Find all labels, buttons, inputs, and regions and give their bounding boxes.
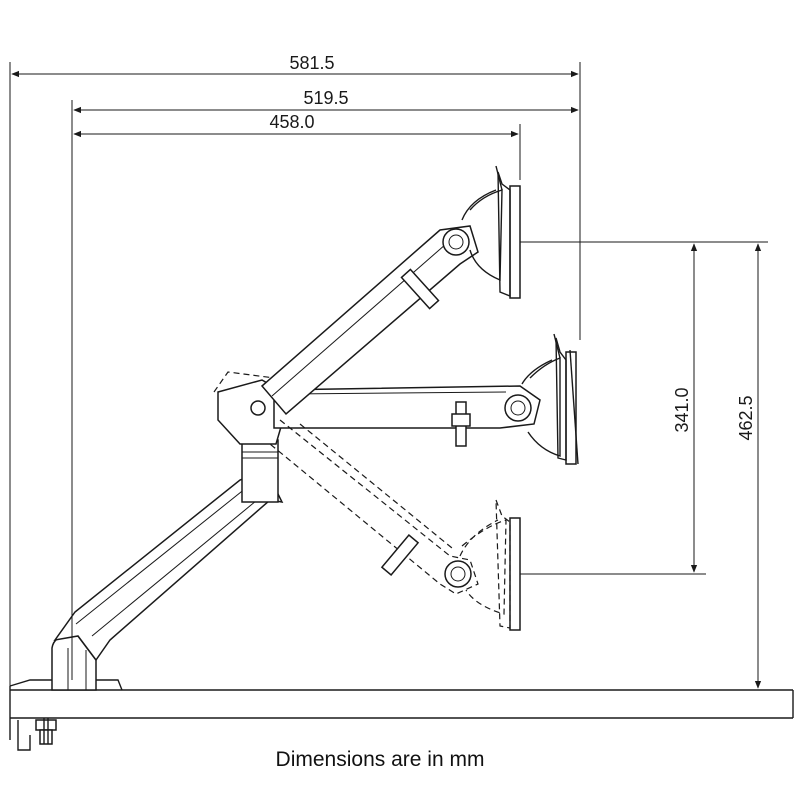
upper-arm-raised-position xyxy=(260,225,479,416)
dim-label-width-outer: 581.5 xyxy=(289,53,334,73)
dim-label-width-middle: 519.5 xyxy=(303,88,348,108)
desk-clamp xyxy=(9,679,123,751)
desk-surface xyxy=(10,689,794,719)
dim-label-height-range: 341.0 xyxy=(672,387,692,432)
lower-arm xyxy=(53,439,284,662)
horizontal-dimension-lines xyxy=(11,70,579,138)
dim-label-height-max: 462.5 xyxy=(736,395,756,440)
extension-lines xyxy=(9,62,768,690)
monitor-mount-top xyxy=(461,165,521,299)
monitor-mount-bottom xyxy=(459,499,521,631)
upper-arm-lowered-position xyxy=(269,419,479,595)
dim-label-width-inner: 458.0 xyxy=(269,112,314,132)
monitor-mount-middle xyxy=(521,333,579,465)
vertical-dimension-lines xyxy=(690,243,762,689)
units-caption: Dimensions are in mm xyxy=(275,748,485,771)
upper-arm-middle-position xyxy=(273,385,541,447)
